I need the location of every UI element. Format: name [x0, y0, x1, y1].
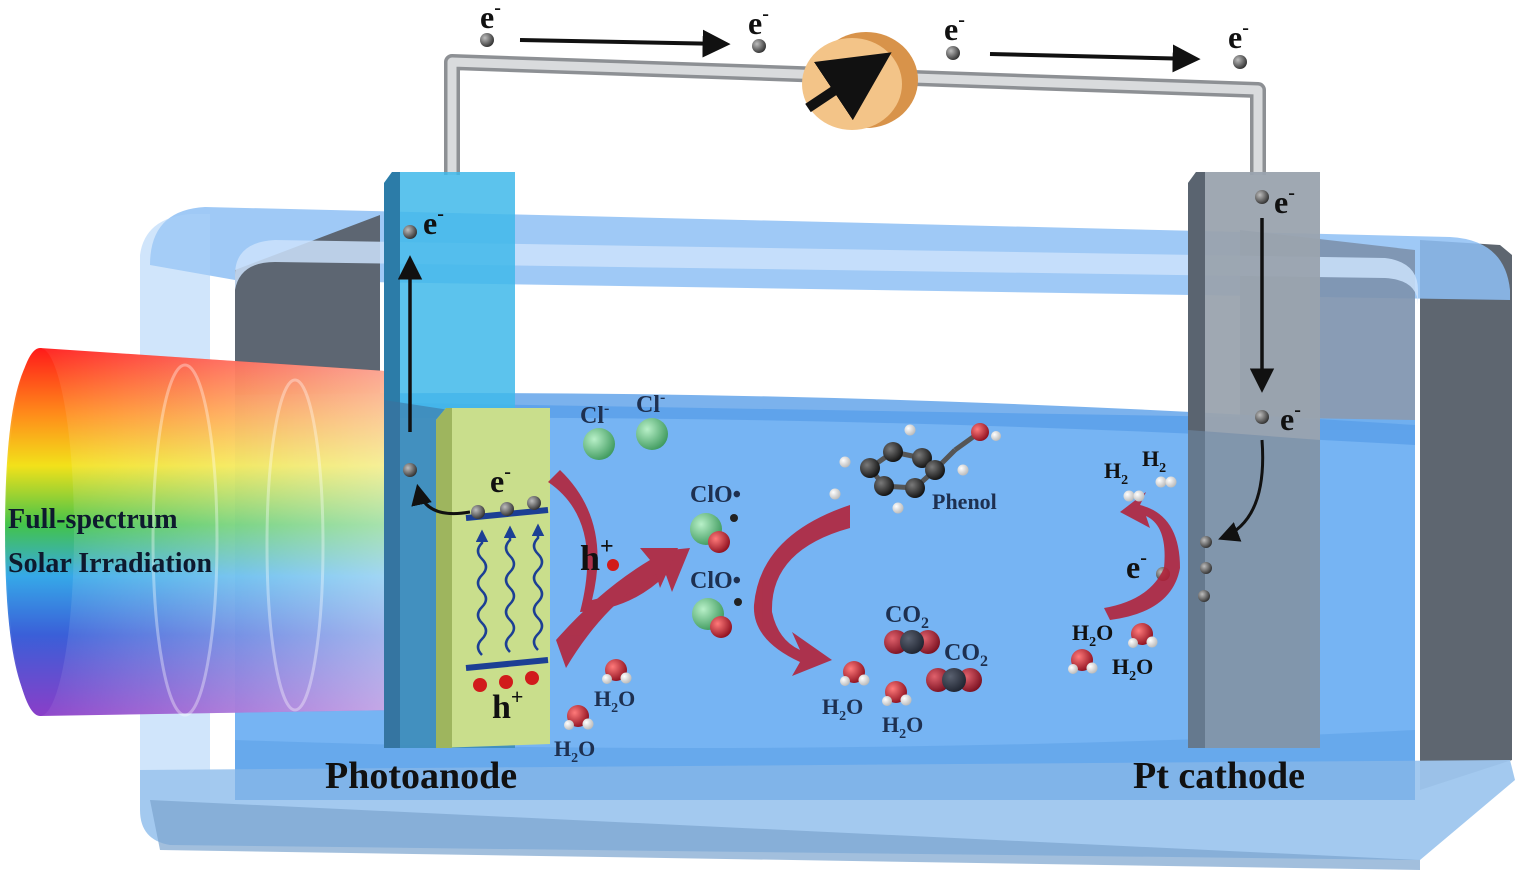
chloride-ions: [583, 418, 668, 460]
co2-label-2: CO2: [944, 640, 988, 670]
photoanode-electrode: [384, 172, 550, 748]
hydrogen-label-2: H2: [1142, 446, 1166, 476]
hydrogen-label-1: H2: [1104, 458, 1128, 488]
electron-label-cathode-mid: e-: [1280, 399, 1301, 437]
photoanode-label: Photoanode: [325, 755, 517, 797]
cathode-label: Pt cathode: [1133, 755, 1305, 797]
water-oxidation-arrow-icon: [556, 548, 678, 668]
top-electron-flow: [480, 29, 1247, 73]
electron-label-cathode-top: e-: [1274, 182, 1295, 220]
electron-label-top-3: e-: [944, 9, 965, 47]
water-label-6: H2O: [1112, 654, 1153, 684]
pt-cathode-electrode: [1156, 172, 1320, 748]
phenol-label: Phenol: [932, 489, 997, 514]
valence-band: [465, 657, 549, 671]
ammeter-needle-icon: [805, 52, 892, 121]
water-label-3: H2O: [822, 694, 863, 724]
radical-label-1: ClO•: [690, 482, 741, 508]
phenol-molecule: [829, 423, 1001, 514]
electron-label-top-1: e-: [480, 0, 501, 35]
hydrogen-evolution-arrow-icon: [1104, 492, 1180, 620]
degradation-arrow-icon: [753, 505, 850, 676]
chloride-label-1: Cl-: [580, 400, 609, 429]
chloride-label-2: Cl-: [636, 389, 665, 418]
electron-label-anode-top: e-: [423, 203, 444, 241]
electron-label-top-2: e-: [748, 3, 769, 41]
electron-label-top-4: e-: [1228, 17, 1249, 55]
ammeter: [802, 32, 918, 130]
water-label-5: H2O: [1072, 620, 1113, 650]
hole-label-vb: h+: [492, 684, 523, 726]
water-label-1: H2O: [594, 686, 635, 716]
light-label-line1: Full-spectrum: [8, 504, 178, 535]
light-label-line2: Solar Irradiation: [8, 548, 212, 579]
reaction-arrows: [548, 470, 1180, 676]
electron-label-cathode-low: e-: [1126, 547, 1147, 585]
water-label-2: H2O: [554, 736, 595, 766]
electron-label-cb: e-: [490, 461, 511, 499]
co2-label-1: CO2: [885, 602, 929, 632]
chloride-oxidation-arrow-icon: [548, 470, 690, 612]
solar-light-beam: [5, 348, 400, 717]
water-label-4: H2O: [882, 712, 923, 742]
hole-label-solution: h+: [580, 534, 614, 578]
radical-label-2: ClO•: [690, 568, 741, 594]
